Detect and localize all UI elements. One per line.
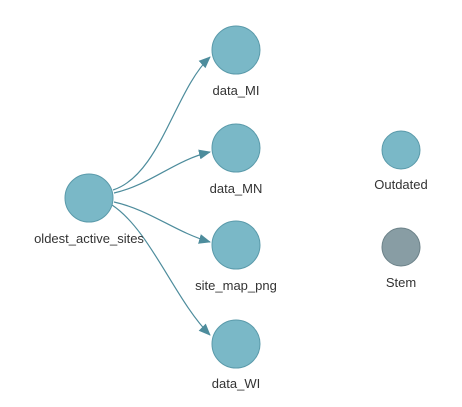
node-label: data_MI [213, 83, 260, 98]
legend-swatch-stem [381, 227, 421, 267]
legend: Outdated Stem [374, 130, 428, 290]
node-label: oldest_active_sites [34, 231, 144, 246]
node-circle[interactable] [211, 319, 261, 369]
node-circle[interactable] [211, 123, 261, 173]
node-oldest-active-sites[interactable]: oldest_active_sites [34, 173, 144, 246]
node-label: data_MN [210, 181, 263, 196]
edge-oldest-active-sites-to-site-map-png [113, 201, 211, 244]
node-circle[interactable] [64, 173, 114, 223]
edge-oldest-active-sites-to-data-wi [111, 204, 211, 336]
node-site-map-png[interactable]: site_map_png [195, 220, 277, 293]
legend-swatch-outdated [381, 130, 421, 170]
node-data-mi[interactable]: data_MI [211, 25, 261, 98]
legend-item-outdated: Outdated [374, 130, 428, 192]
node-data-mn[interactable]: data_MN [210, 123, 263, 196]
edge-oldest-active-sites-to-data-mn [113, 149, 211, 194]
node-circle[interactable] [211, 25, 261, 75]
node-label: site_map_png [195, 278, 277, 293]
node-label: data_WI [212, 376, 260, 391]
edges [111, 56, 211, 336]
edge-oldest-active-sites-to-data-mi [112, 56, 211, 191]
legend-item-stem: Stem [381, 227, 421, 290]
node-circle[interactable] [211, 220, 261, 270]
node-data-wi[interactable]: data_WI [211, 319, 261, 391]
legend-label-stem: Stem [386, 275, 416, 290]
legend-label-outdated: Outdated [374, 177, 428, 192]
